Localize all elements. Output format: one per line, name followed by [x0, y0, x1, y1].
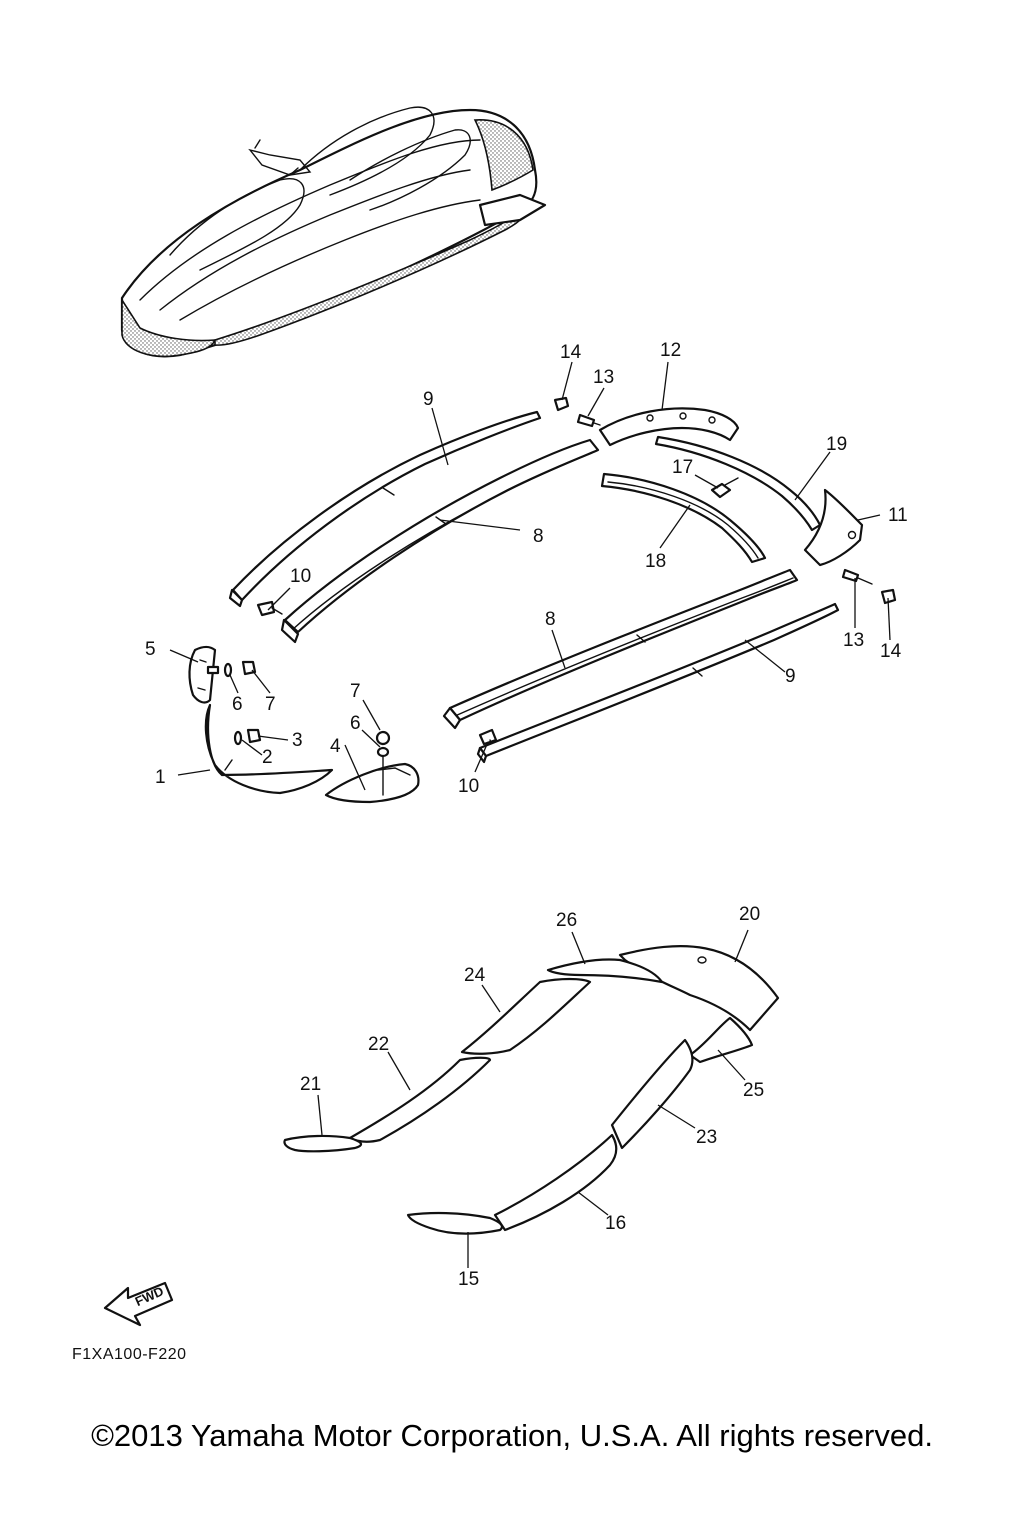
callout-23: 23: [696, 1127, 717, 1148]
callout-3: 3: [292, 730, 303, 751]
fasteners: [256, 396, 897, 753]
callout-6-right: 6: [350, 713, 361, 734]
callout-1: 1: [155, 767, 166, 788]
mat-24: [460, 977, 592, 1055]
callout-19: 15: [458, 1269, 479, 1290]
callout-24: 24: [464, 965, 486, 986]
callout-17: 19: [826, 434, 847, 455]
mat-23: [610, 1038, 694, 1150]
callout-18: 20: [739, 904, 760, 925]
part-11-side-piece: [803, 488, 864, 567]
callout-20: 21: [300, 1074, 321, 1095]
copyright-notice: ©2013 Yamaha Motor Corporation, U.S.A. A…: [91, 1418, 933, 1453]
diagram-code: F1XA100-F220: [72, 1346, 187, 1363]
callout-6-left: 6: [232, 694, 243, 715]
part-1-front-bumper: [204, 703, 334, 795]
mat-20: [283, 1134, 363, 1153]
part-17-rear-rail: [654, 435, 822, 532]
callout-21: 16: [605, 1213, 626, 1234]
callout-7-right: 7: [350, 681, 361, 702]
fwd-arrow-icon: FWD: [103, 1281, 174, 1327]
leader-lines: [169, 361, 891, 1268]
callout-13-right: 13: [843, 630, 864, 651]
small-hardware-2-3-6-7: [206, 660, 391, 796]
part-9-rail-upper: [228, 410, 542, 608]
part-5-front-corner: [188, 645, 217, 704]
mat-19: [406, 1211, 504, 1235]
mat-21: [493, 1133, 618, 1232]
callout-25: 25: [743, 1080, 764, 1101]
callout-14-top: 14: [560, 342, 582, 363]
callout-7-left: 7: [265, 694, 276, 715]
mat-25: [688, 1016, 754, 1064]
callout-13-top: 13: [593, 367, 614, 388]
callout-8-upper: 8: [533, 526, 544, 547]
callout-26: 26: [556, 910, 577, 931]
callout-9-lower: 9: [785, 666, 796, 687]
part-8-bumper-lower: [442, 568, 799, 730]
mat-26: [546, 958, 664, 984]
callout-12: 12: [660, 340, 681, 361]
callout-4: 4: [330, 736, 341, 757]
callout-15: 17: [672, 457, 693, 478]
mats: [283, 945, 780, 1235]
part-16-rear-bumper: [600, 472, 767, 564]
callout-10-lower: 10: [458, 776, 479, 797]
callout-14-right: 14: [880, 641, 902, 662]
callout-8-lower: 8: [545, 609, 556, 630]
callout-10-upper: 10: [290, 566, 311, 587]
callout-22: 22: [368, 1034, 389, 1055]
callout-11: 11: [888, 505, 908, 526]
part-8-bumper-upper: [280, 438, 600, 644]
part-4-front-cover: [324, 762, 420, 804]
callout-5: 5: [145, 639, 156, 660]
callout-9-upper: 9: [423, 389, 434, 410]
callout-2: 2: [262, 747, 273, 768]
callouts: 14 13 12 9 19 17 11 8 18 10 13 14 8 5 9 …: [145, 340, 908, 1290]
callout-16: 18: [645, 551, 666, 572]
watercraft-illustration: [120, 106, 547, 358]
mat-22: [348, 1056, 492, 1143]
